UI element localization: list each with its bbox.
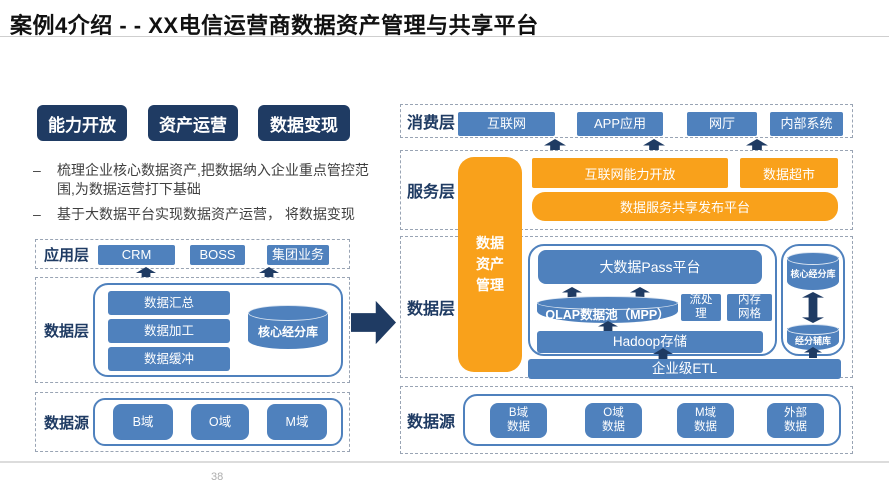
core-db-cylinder-right: 核心经分库 — [787, 252, 839, 290]
chip-asset-operation: 资产运营 — [148, 105, 238, 141]
slide-title: 案例4介绍 - - XX电信运营商数据资产管理与共享平台 — [10, 13, 539, 38]
cylinder-top — [537, 296, 678, 310]
right-source-layer-label: 数据源 — [407, 414, 456, 431]
title-underline — [0, 36, 889, 37]
consumer-box-webhall: 网厅 — [687, 112, 757, 136]
right-service-layer-label: 服务层 — [407, 184, 456, 201]
app-box-crm: CRM — [98, 245, 175, 265]
source-box-m-data: M域 数据 — [677, 403, 734, 438]
cylinder-top — [248, 305, 328, 321]
left-source-layer-label: 数据源 — [44, 414, 90, 432]
up-arrow-icon — [804, 347, 822, 358]
bullet-dash: – — [33, 206, 41, 222]
data-box-buffer: 数据缓冲 — [108, 347, 230, 371]
right-arrow-icon — [351, 300, 396, 345]
bullet-dash: – — [33, 162, 41, 178]
cylinder-top — [787, 252, 839, 265]
data-box-stream: 流处 理 — [681, 294, 721, 321]
cylinder-label: 核心经分库 — [257, 325, 318, 339]
page-number: 38 — [211, 471, 224, 483]
data-box-summary: 数据汇总 — [108, 291, 230, 315]
data-box-paas: 大数据Pass平台 — [538, 250, 762, 284]
chip-data-monetize: 数据变现 — [258, 105, 350, 141]
asset-management-bar: 数据 资产 管理 — [458, 157, 522, 372]
source-box-external: 外部 数据 — [767, 403, 824, 438]
source-box-o: O域 — [191, 404, 249, 440]
consumer-box-internal: 内部系统 — [770, 112, 843, 136]
core-db-cylinder: 核心经分库 — [248, 305, 328, 349]
up-arrow-icon — [562, 287, 582, 298]
source-box-m: M域 — [267, 404, 327, 440]
data-box-memgrid: 内存 网格 — [727, 294, 772, 321]
bullet-2: 基于大数据平台实现数据资产运营， 将数据变现 — [57, 206, 355, 222]
up-arrow-icon — [598, 321, 618, 332]
consumer-box-internet: 互联网 — [458, 112, 555, 136]
cylinder-top — [787, 324, 839, 335]
aux-db-cylinder: 经分辅库 — [787, 324, 839, 350]
right-data-layer-label: 数据层 — [407, 301, 456, 318]
footer-divider — [0, 461, 889, 463]
cylinder-label: OLAP数据池（MPP） — [545, 308, 670, 322]
service-box-open: 互联网能力开放 — [532, 158, 728, 188]
data-box-process: 数据加工 — [108, 319, 230, 343]
left-app-layer-label: 应用层 — [44, 246, 90, 264]
up-arrow-icon — [630, 287, 650, 298]
cylinder-label: 经分辅库 — [794, 336, 831, 346]
app-box-group: 集团业务 — [267, 245, 329, 265]
service-box-share-platform: 数据服务共享发布平台 — [532, 192, 838, 221]
source-box-b-data: B域 数据 — [490, 403, 547, 438]
data-box-etl: 企业级ETL — [528, 359, 841, 379]
right-consumer-layer-label: 消费层 — [407, 115, 456, 132]
cylinder-label: 核心经分库 — [790, 269, 836, 279]
source-box-o-data: O域 数据 — [585, 403, 642, 438]
service-box-market: 数据超市 — [740, 158, 838, 188]
chip-capability-open: 能力开放 — [37, 105, 127, 141]
data-box-hadoop: Hadoop存储 — [537, 331, 763, 353]
source-box-b: B域 — [113, 404, 173, 440]
consumer-box-app: APP应用 — [577, 112, 663, 136]
app-box-boss: BOSS — [190, 245, 245, 265]
bullet-1: 梳理企业核心数据资产,把数据纳入企业重点管控范围,为数据运营打下基础 — [57, 162, 369, 198]
left-data-layer-label: 数据层 — [44, 322, 90, 340]
olap-cylinder: OLAP数据池（MPP） — [537, 296, 678, 323]
